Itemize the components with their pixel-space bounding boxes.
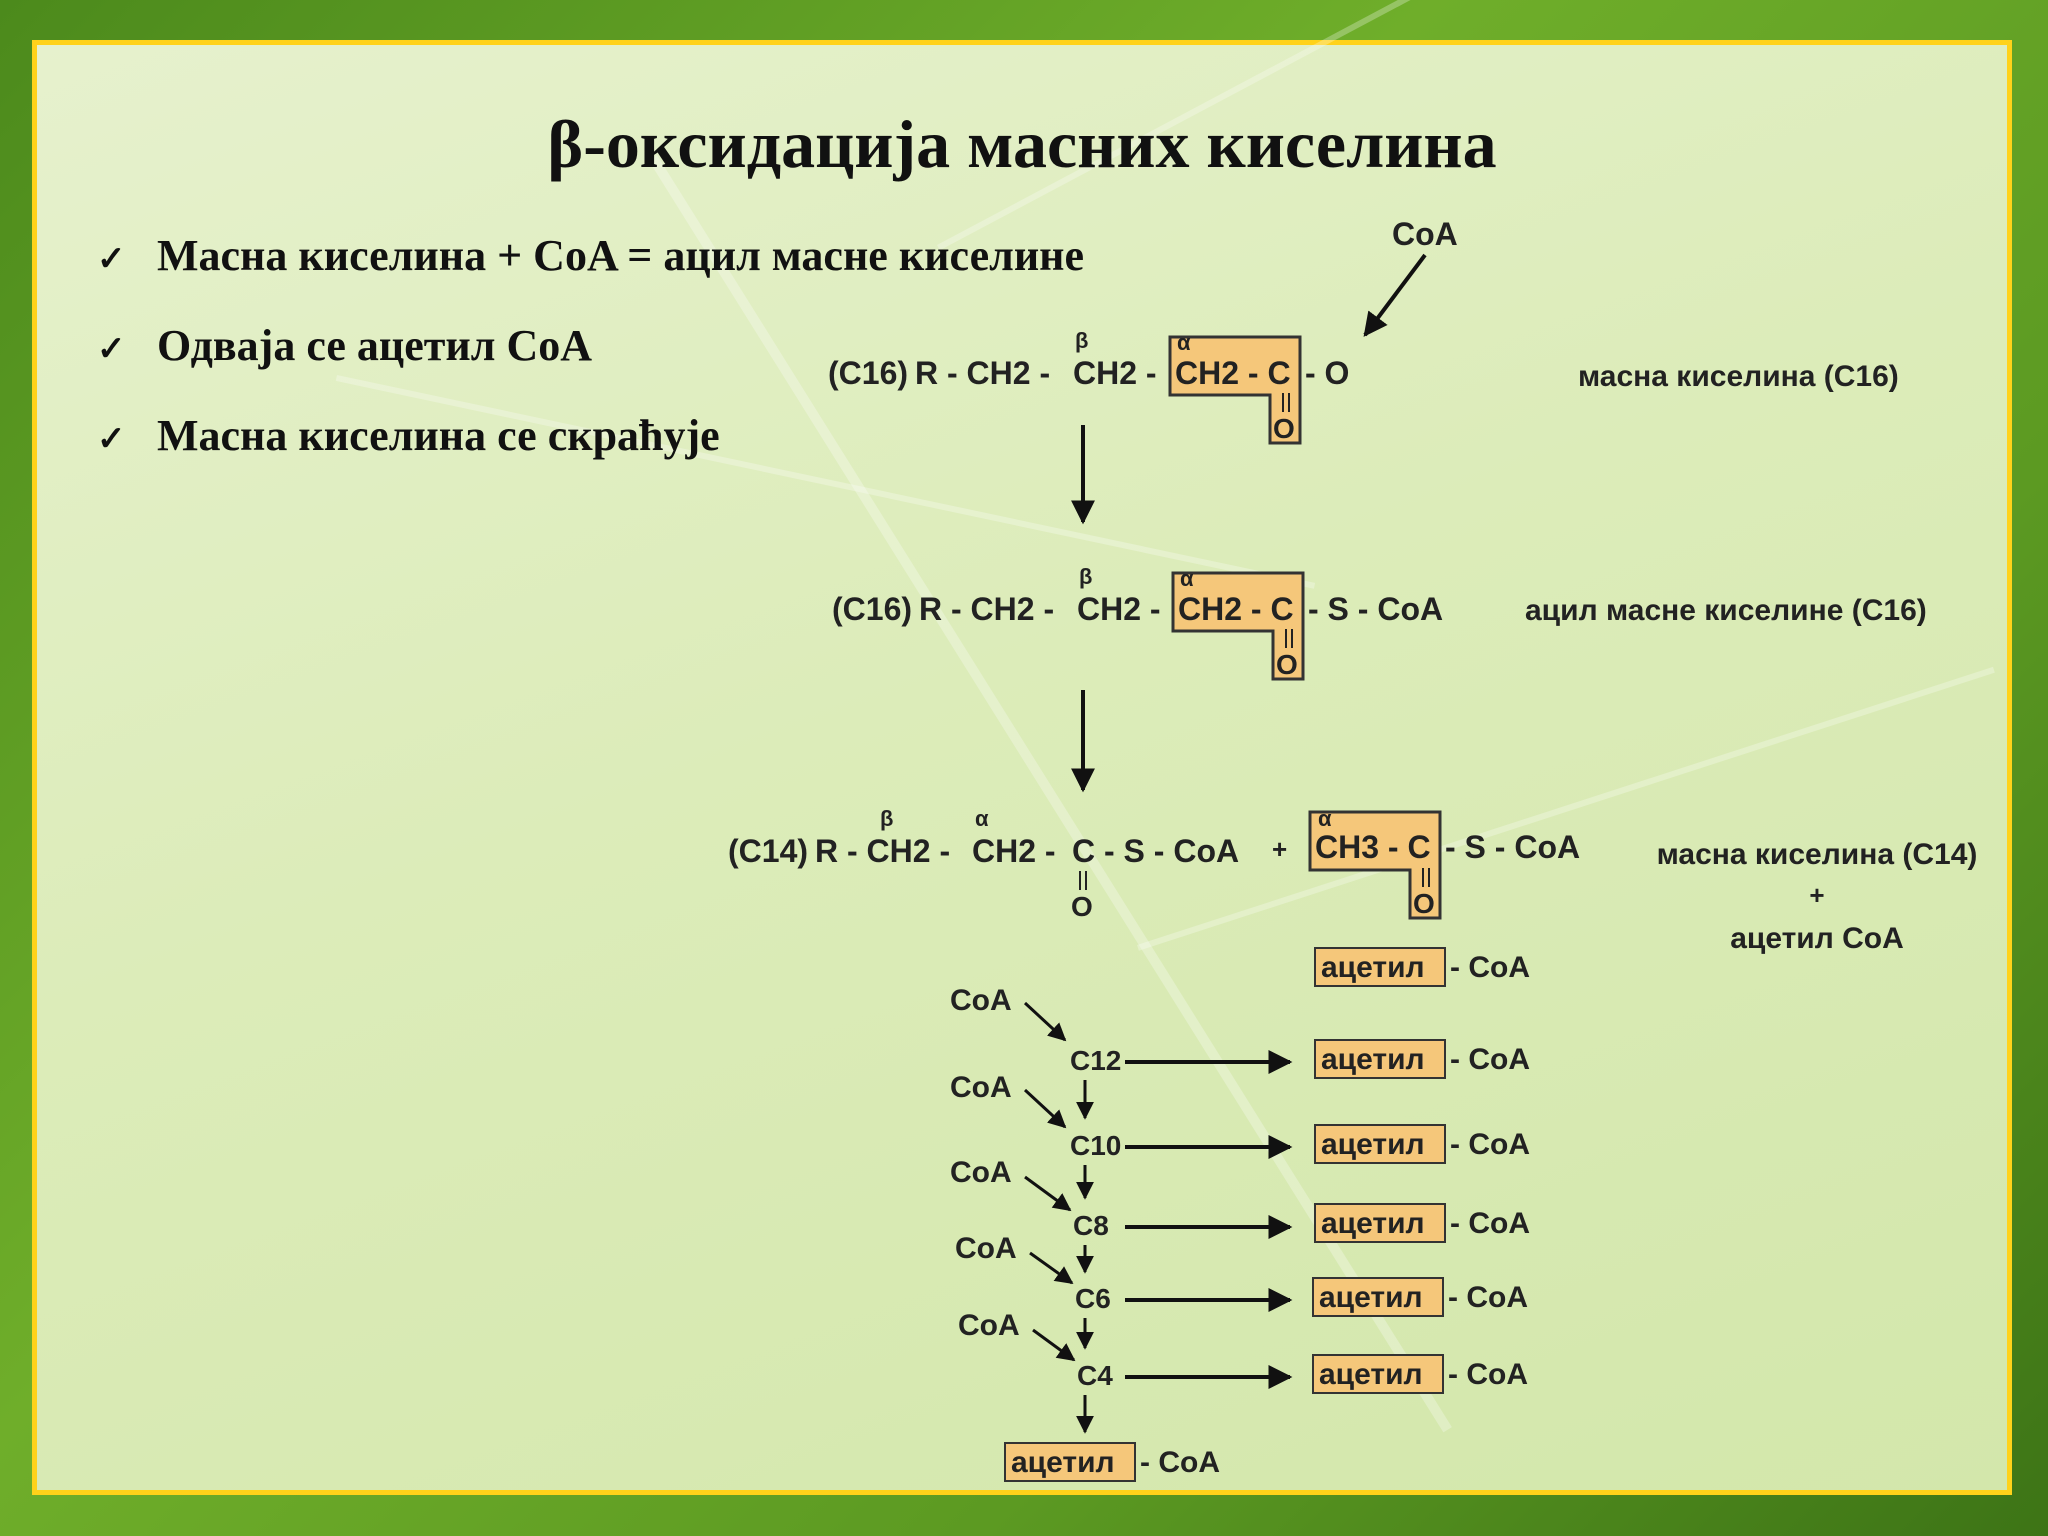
chain-r-ch2: R - CH2 - — [915, 355, 1050, 391]
chain-r-ch2: R - CH2 - — [815, 833, 950, 869]
acetyl-box — [1308, 810, 1442, 920]
dash-coa: - CoA — [1448, 1358, 1528, 1391]
label-acyl-c16: ацил масне киселине (C16) — [1525, 594, 1927, 627]
checkmark-icon: ✓ — [97, 241, 126, 278]
chain-carbon-label: C12 — [1070, 1045, 1121, 1076]
carbonyl-o: O — [1276, 649, 1298, 680]
cycle-step: CoA C8 ацетил - CoA — [950, 1156, 1530, 1243]
dash-coa: - CoA — [1450, 1043, 1530, 1076]
acetyl-label: ацетил — [1011, 1446, 1115, 1479]
carbonyl-o: O — [1273, 413, 1295, 444]
beta-ch2: CH2 - — [1073, 355, 1157, 391]
beta-marker: β — [1075, 328, 1088, 353]
alpha-carbon-box — [1171, 571, 1305, 681]
alpha-marker: α — [1318, 806, 1332, 831]
bullet-text: Одваја се ацетил CoA — [157, 321, 592, 370]
label-acetyl-coa: ацетил CoA — [1730, 922, 1904, 955]
boxed-ch3-c: CH3 - C — [1315, 829, 1431, 865]
acetyl-label: ацетил — [1319, 1358, 1423, 1391]
alpha-ch2: CH2 - — [972, 833, 1056, 869]
chain-carbon-label: C6 — [1075, 1283, 1111, 1314]
acetyl-label: ацетил — [1321, 1207, 1425, 1240]
boxed-ch2-c: CH2 - C — [1178, 591, 1294, 627]
coa-label: CoA — [950, 1156, 1012, 1189]
coa-label: CoA — [1392, 216, 1458, 252]
bullet-text: Масна киселина се скраћује — [157, 411, 720, 460]
dash-coa: - CoA — [1450, 1128, 1530, 1161]
bullet-item: ✓ Одваја се ацетил CoA — [97, 320, 592, 371]
acetyl-label: ацетил — [1321, 1128, 1425, 1161]
alpha-marker: α — [1177, 330, 1191, 355]
checkmark-icon: ✓ — [97, 421, 126, 458]
chain-r-ch2: R - CH2 - — [919, 591, 1054, 627]
label-fatty-acid-c16: масна киселина (C16) — [1578, 360, 1899, 393]
chain-carbon-label: C4 — [1077, 1360, 1113, 1391]
dash-coa: - CoA — [1450, 1207, 1530, 1240]
s-coa-tail: - S - CoA — [1308, 591, 1443, 627]
checkmark-icon: ✓ — [97, 331, 126, 368]
boxed-ch2-c: CH2 - C — [1175, 355, 1291, 391]
acetyl-highlight — [1004, 1442, 1136, 1482]
acetyl-label: ацетил — [1321, 1043, 1425, 1076]
alpha-marker: α — [975, 806, 989, 831]
coa-arrow — [1363, 253, 1427, 337]
cycle-step: CoA C10 ацетил - CoA — [950, 1071, 1530, 1164]
alpha-carbon-box — [1168, 335, 1302, 445]
plus-sign: + — [1809, 880, 1824, 910]
carbonyl-o: O — [1071, 891, 1093, 922]
c14-prefix: (C14) — [728, 833, 808, 869]
beta-ch2: CH2 - — [1077, 591, 1161, 627]
bullet-text: Масна киселина + CoA = ацил масне кисели… — [157, 231, 1085, 280]
dash-coa: - CoA — [1448, 1281, 1528, 1314]
chain-carbon-label: C8 — [1073, 1210, 1109, 1241]
coa-label: CoA — [950, 1071, 1012, 1104]
oh-tail: - O — [1305, 355, 1349, 391]
dash-coa: - CoA — [1140, 1446, 1220, 1479]
carbonyl-o: O — [1413, 888, 1435, 919]
acetyl-highlight — [1314, 947, 1446, 987]
alpha-marker: α — [1180, 566, 1194, 591]
beta-marker: β — [1079, 564, 1092, 589]
coa-label: CoA — [958, 1309, 1020, 1342]
label-fatty-acid-c14: масна киселина (C14) — [1657, 838, 1978, 871]
bullet-item: ✓ Масна киселина + CoA = ацил масне кисел… — [97, 230, 1084, 281]
cycle-step: CoA C4 ацетил - CoA — [958, 1309, 1528, 1394]
cycle-step: CoA C12 ацетил - CoA — [950, 984, 1530, 1079]
c16-prefix: (C16) — [832, 591, 912, 627]
s-coa-tail: - S - CoA — [1445, 829, 1580, 865]
coa-label: CoA — [950, 984, 1012, 1017]
acetyl-label: ацетил — [1319, 1281, 1423, 1314]
cycle-step: CoA C6 ацетил - CoA — [955, 1232, 1528, 1317]
c16-prefix: (C16) — [828, 355, 908, 391]
plus-sign: + — [1272, 834, 1287, 864]
bullet-item: ✓ Масна киселина се скраћује — [97, 410, 720, 461]
slide: β-оксидација масних киселина ✓ Масна кисе… — [32, 0, 2012, 1495]
chain-carbon-label: C10 — [1070, 1130, 1121, 1161]
carbonyl-c-s-coa: C - S - CoA — [1072, 833, 1239, 869]
coa-label: CoA — [955, 1232, 1017, 1265]
slide-title: β-оксидација масних киселина — [547, 106, 1497, 182]
dash-coa: - CoA — [1450, 951, 1530, 984]
beta-marker: β — [880, 806, 893, 831]
acetyl-label: ацетил — [1321, 951, 1425, 984]
